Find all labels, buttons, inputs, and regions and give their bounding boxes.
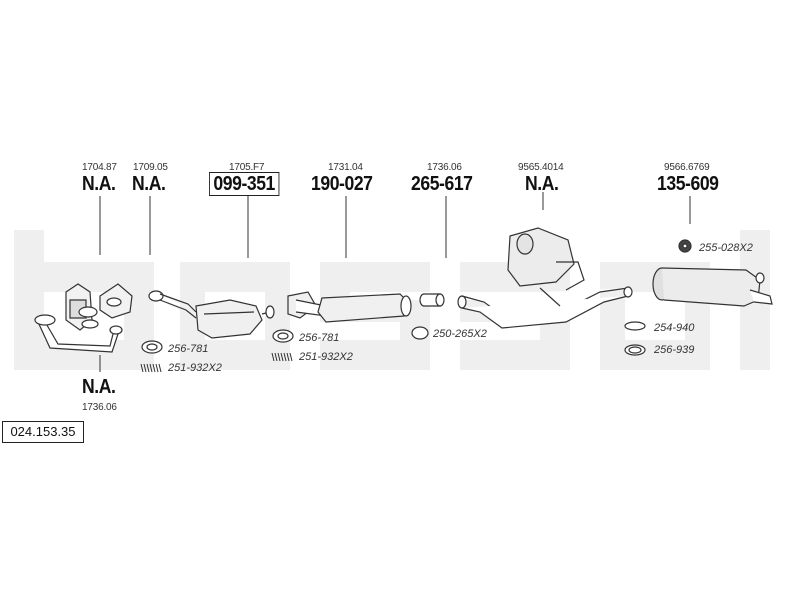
rear-silencer: [652, 267, 773, 307]
part-code[interactable]: 190-027: [311, 173, 373, 195]
accessory-code[interactable]: 250-265X2: [433, 328, 487, 340]
accessory-icons: [141, 239, 692, 356]
part-code[interactable]: N.A.: [525, 173, 559, 195]
clamp-icon: [411, 326, 429, 340]
leader-lines: [99, 192, 691, 372]
part-ref: 9566.6769: [664, 162, 710, 173]
part-code[interactable]: 265-617: [411, 173, 473, 195]
connector-sleeve: [419, 293, 445, 307]
front-silencer: [507, 227, 585, 291]
accessory-code[interactable]: 256-781: [299, 332, 340, 344]
accessory-code[interactable]: 251-932X2: [299, 351, 353, 363]
intermediate-pipe: [457, 286, 633, 329]
part-ref: 1731.04: [328, 162, 363, 173]
part-code[interactable]: N.A.: [82, 376, 116, 398]
catalytic-converter: [148, 290, 275, 339]
manifold-parts: [65, 283, 133, 331]
front-pipe: [34, 314, 123, 353]
part-code-highlighted[interactable]: 099-351: [209, 172, 280, 196]
part-code[interactable]: N.A.: [82, 173, 116, 195]
accessory-code[interactable]: 251-932X2: [168, 362, 222, 374]
accessory-code[interactable]: 255-028X2: [699, 242, 753, 254]
part-code[interactable]: N.A.: [132, 173, 166, 195]
part-ref: 1736.06: [82, 402, 117, 413]
accessory-code[interactable]: 256-939: [654, 344, 695, 356]
part-ref: 1709.05: [133, 162, 168, 173]
part-code[interactable]: 135-609: [657, 173, 719, 195]
part-ref: 1704.87: [82, 162, 117, 173]
spring-icons: [140, 352, 293, 373]
clamp-icon: [624, 321, 646, 331]
middle-silencer: [287, 291, 412, 323]
accessory-code[interactable]: 256-781: [168, 343, 209, 355]
document-number: 024.153.35: [2, 421, 84, 443]
part-ref: 9565.4014: [518, 162, 564, 173]
part-ref: 1736.06: [427, 162, 462, 173]
accessory-code[interactable]: 254-940: [654, 322, 695, 334]
part-ref: 1705.F7: [229, 162, 265, 173]
